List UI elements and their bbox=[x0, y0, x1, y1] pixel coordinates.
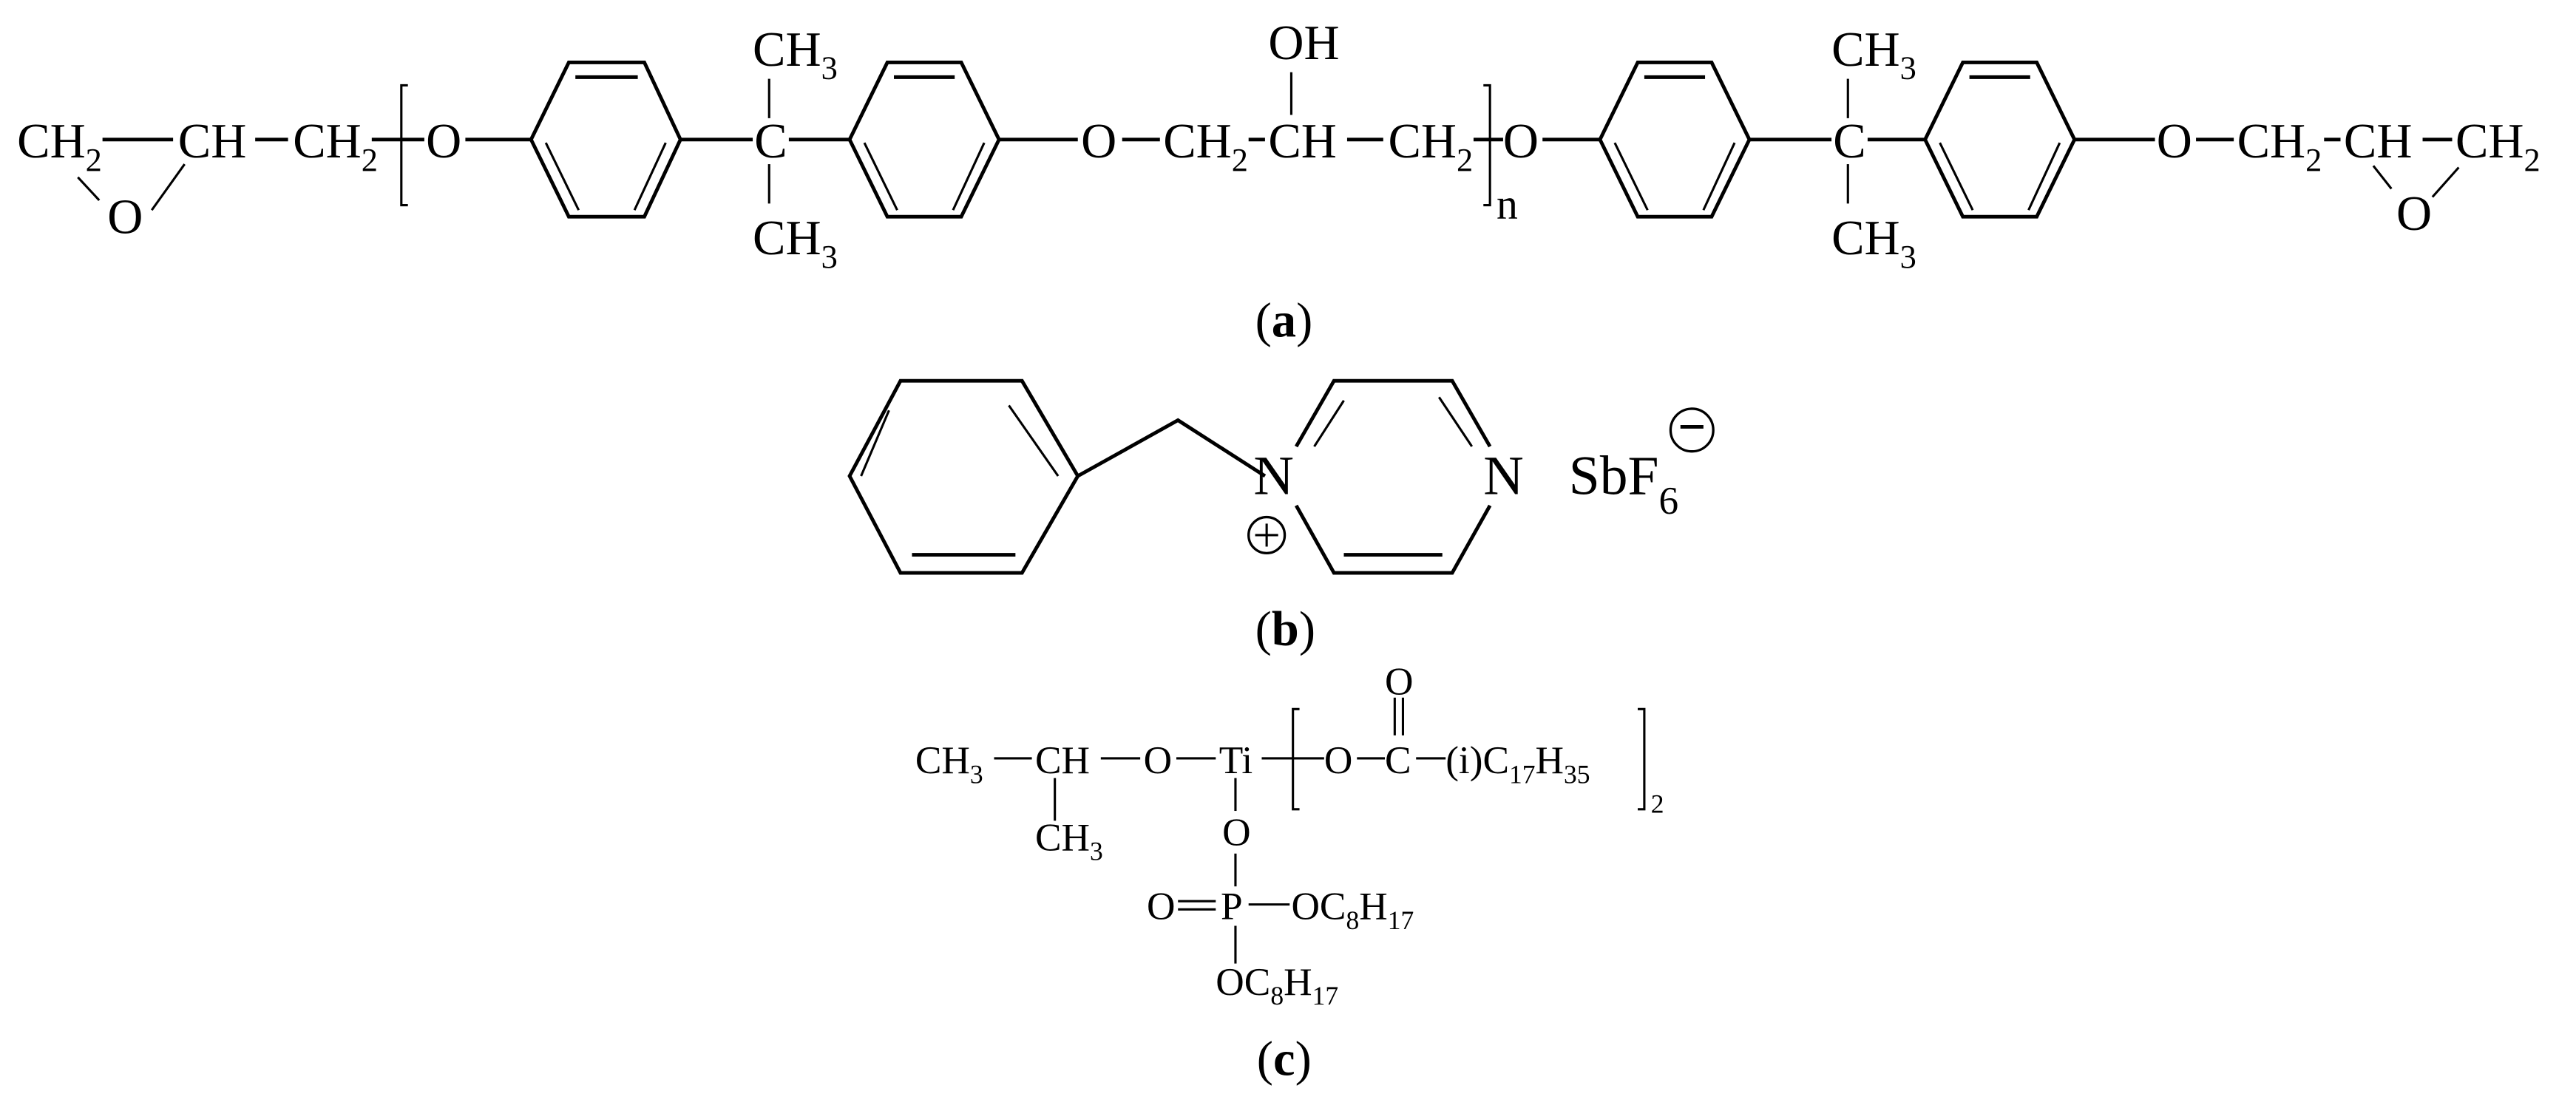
atom-ch3: CH3 bbox=[915, 738, 983, 789]
negative-charge-icon bbox=[1669, 407, 1715, 453]
repeat-count-n: n bbox=[1497, 181, 1518, 228]
atom-o-carbonyl: O bbox=[1385, 659, 1413, 703]
methylene-bond bbox=[1077, 418, 1267, 478]
positive-charge-icon bbox=[1247, 515, 1287, 555]
benzene-ring bbox=[1598, 60, 1752, 219]
atom-ch2: CH2 bbox=[17, 115, 102, 178]
double-bond-inner bbox=[1008, 404, 1060, 477]
benzene-ring bbox=[847, 60, 1001, 219]
atom-ch: CH bbox=[1268, 115, 1337, 169]
atom-o: O bbox=[2157, 115, 2192, 169]
atom-o: O bbox=[1222, 811, 1250, 854]
bond bbox=[2431, 166, 2460, 198]
atom-ch3: CH3 bbox=[1831, 211, 1916, 275]
atom-o: O bbox=[1081, 115, 1116, 169]
repeat-bracket-open bbox=[1292, 707, 1300, 811]
double-bond-inner bbox=[1939, 142, 1974, 211]
atom-ch2: CH2 bbox=[1163, 115, 1248, 178]
panel-label-a: (a) bbox=[1255, 293, 1313, 347]
atom-ch: CH bbox=[1035, 738, 1090, 782]
double-bond-inner bbox=[860, 409, 890, 477]
atom-o-epoxide: O bbox=[107, 190, 143, 244]
atom-ch2: CH2 bbox=[1388, 115, 1473, 178]
atom-ch3: CH3 bbox=[753, 23, 838, 86]
double-bond-inner bbox=[1438, 396, 1474, 447]
atom-o: O bbox=[1503, 115, 1539, 169]
atom-n-plus: N bbox=[1253, 445, 1294, 506]
structure-a-epoxy-resin: CH2 CH CH2 O O C CH3 CH3 O CH bbox=[17, 16, 2541, 347]
double-bond-inner bbox=[2027, 142, 2061, 211]
repeat-bracket-open bbox=[400, 84, 408, 207]
octyloxy-group: OC8H17 bbox=[1216, 960, 1338, 1010]
atom-n: N bbox=[1483, 445, 1524, 506]
structure-c-titanate: CH3 CH O Ti O C O (i)C17H35 2 CH3 O O P … bbox=[915, 659, 1664, 1086]
bond bbox=[77, 176, 101, 201]
double-bond-inner bbox=[863, 142, 898, 211]
atom-ch: CH bbox=[178, 115, 247, 169]
octyloxy-group: OC8H17 bbox=[1291, 885, 1414, 935]
atom-p: P bbox=[1221, 885, 1243, 928]
stearyl-chain: (i)C17H35 bbox=[1445, 738, 1590, 789]
atom-o: O bbox=[1144, 738, 1172, 782]
double-bond-inner bbox=[952, 142, 986, 211]
atom-ch3: CH3 bbox=[1831, 23, 1916, 86]
atom-o: O bbox=[426, 115, 461, 169]
repeat-bracket-close bbox=[1483, 84, 1491, 207]
anion-sbf6: SbF6 bbox=[1569, 445, 1678, 523]
double-bond-inner bbox=[1613, 142, 1649, 211]
atom-ch2: CH2 bbox=[293, 115, 378, 178]
atom-ch2: CH2 bbox=[2455, 115, 2541, 178]
bond bbox=[150, 163, 186, 211]
benzene-ring bbox=[529, 60, 683, 219]
atom-ch: CH bbox=[2344, 115, 2413, 169]
atom-ch3: CH3 bbox=[1035, 815, 1103, 866]
benzene-ring bbox=[847, 378, 1080, 575]
bond bbox=[2372, 165, 2393, 190]
pyrazine-ring-bottom bbox=[1294, 504, 1492, 575]
repeat-count: 2 bbox=[1651, 789, 1664, 818]
double-bond-inner bbox=[1313, 400, 1345, 447]
atom-ch3: CH3 bbox=[753, 211, 838, 275]
atom-c: C bbox=[1385, 738, 1411, 782]
atom-c: C bbox=[1833, 115, 1865, 169]
atom-o: O bbox=[1147, 885, 1175, 928]
pyrazine-ring-top bbox=[1294, 378, 1492, 448]
atom-o-epoxide: O bbox=[2396, 187, 2432, 241]
atom-oh: OH bbox=[1268, 16, 1339, 70]
structure-b-benzylpyrazinium: N N SbF6 (b) bbox=[847, 378, 1715, 656]
atom-ti: Ti bbox=[1219, 738, 1253, 782]
atom-o: O bbox=[1324, 738, 1352, 782]
double-bond-inner bbox=[1702, 142, 1736, 211]
repeat-bracket-close bbox=[1638, 707, 1646, 811]
atom-ch2: CH2 bbox=[2237, 115, 2322, 178]
benzene-ring bbox=[1922, 60, 2077, 219]
double-bond-inner bbox=[544, 142, 580, 211]
atom-c: C bbox=[754, 115, 787, 169]
double-bond-inner bbox=[633, 142, 667, 211]
panel-label-c: (c) bbox=[1257, 1033, 1312, 1087]
panel-label-b: (b) bbox=[1255, 602, 1315, 656]
